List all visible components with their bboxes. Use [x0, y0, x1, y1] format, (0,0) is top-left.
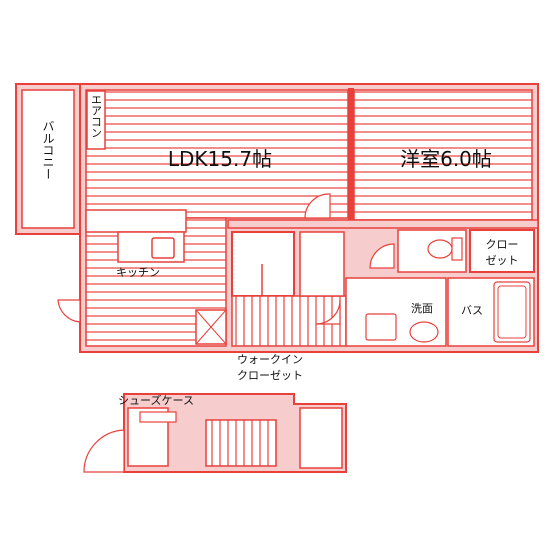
- balcony-inner: [21, 89, 75, 229]
- bathtub: [493, 281, 531, 343]
- shoe-case-top: [139, 411, 177, 423]
- shoe-case-label: シューズケース: [118, 393, 194, 407]
- ldk-label: LDK15.7帖: [168, 147, 272, 171]
- aircon-label: エアコン: [90, 94, 103, 138]
- entrance-door: [83, 429, 125, 473]
- kitchen-counter: [85, 209, 187, 233]
- bathtub-inner: [497, 285, 527, 339]
- closet-label-1: クロー: [486, 238, 519, 251]
- washing-machine: [409, 321, 439, 343]
- toilet-tank: [451, 237, 463, 261]
- closet-room: [469, 229, 535, 273]
- balcony-door: [57, 299, 81, 323]
- lower-landing: [299, 407, 343, 469]
- walkin-label-2: クローゼット: [237, 369, 303, 382]
- lower-stairs: [205, 419, 277, 467]
- walkin-label-1: ウォークイン: [237, 353, 303, 366]
- western-room-label: 洋室6.0帖: [400, 147, 492, 171]
- partition-wall: [348, 88, 354, 220]
- bath-label: バス: [461, 304, 483, 317]
- walkin-closet: [231, 231, 295, 297]
- closet-label-2: ゼット: [486, 254, 519, 267]
- kitchen-label: キッチン: [116, 266, 160, 279]
- washbasin: [365, 313, 397, 341]
- ldk-floor: [85, 89, 349, 219]
- wash-door: [315, 299, 341, 325]
- ldk-door: [304, 193, 331, 219]
- toilet-bowl: [427, 239, 453, 259]
- balcony-label: バルコニー: [41, 120, 55, 180]
- aircon-box: [86, 90, 106, 150]
- toilet-door: [369, 243, 395, 269]
- washroom-label: 洗面: [411, 302, 433, 315]
- horizontal-wall: [227, 219, 539, 229]
- hall: [299, 231, 345, 297]
- kitchen-sink: [151, 237, 175, 259]
